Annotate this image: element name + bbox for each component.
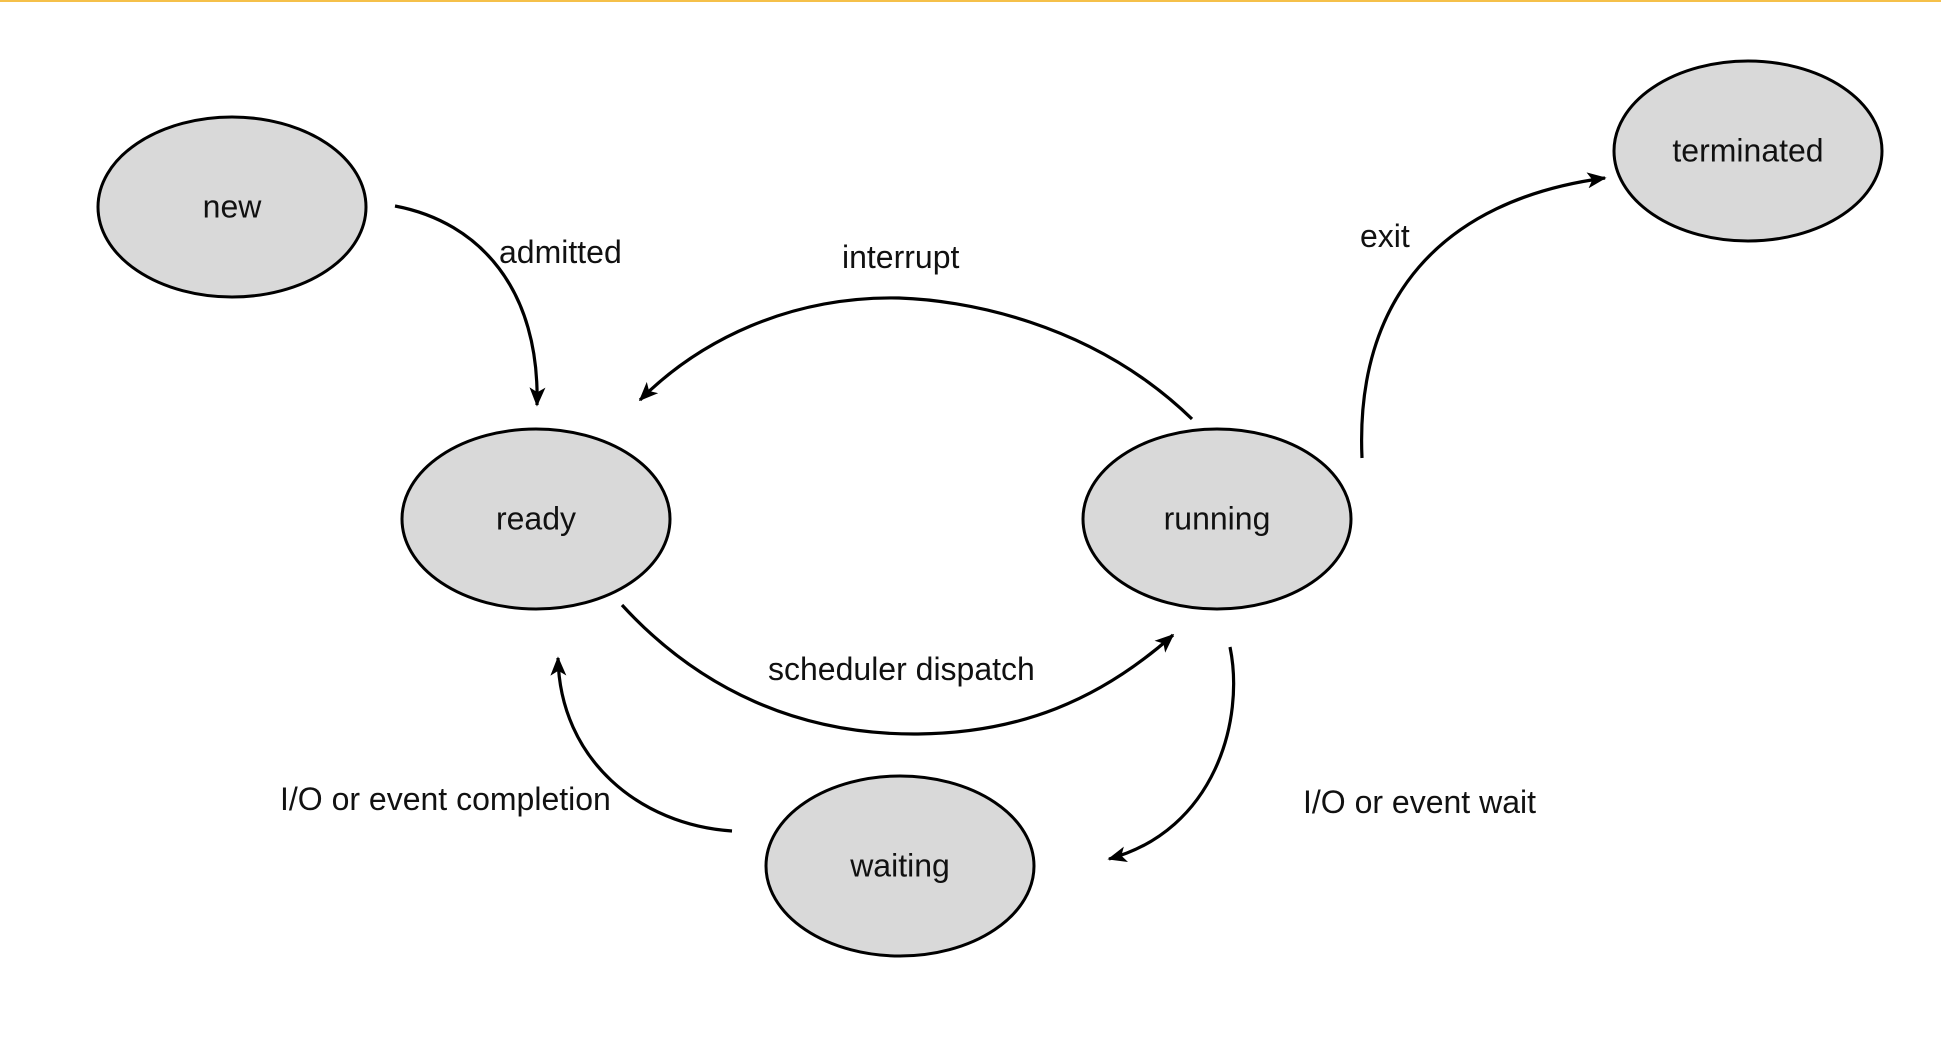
label-io-event-completion: I/O or event completion bbox=[280, 781, 611, 817]
label-io-event-wait: I/O or event wait bbox=[1303, 784, 1536, 820]
transition-scheduler-dispatch: scheduler dispatch bbox=[620, 603, 1175, 736]
arrow-scheduler-dispatch bbox=[620, 603, 1175, 736]
state-waiting[interactable]: waiting bbox=[764, 774, 1036, 958]
arrow-interrupt bbox=[638, 296, 1194, 421]
state-new[interactable]: new bbox=[96, 115, 368, 299]
transition-interrupt: interrupt bbox=[638, 239, 1194, 421]
state-terminated-shape bbox=[1612, 59, 1884, 243]
top-accent-bar bbox=[0, 0, 1941, 2]
state-running-label: running bbox=[1164, 500, 1271, 536]
state-new-shape bbox=[96, 115, 368, 299]
label-admitted: admitted bbox=[499, 234, 622, 270]
label-interrupt: interrupt bbox=[842, 239, 960, 275]
state-terminated[interactable]: terminated bbox=[1612, 59, 1884, 243]
state-ready-label: ready bbox=[496, 500, 576, 536]
arrow-io-event-wait bbox=[1107, 646, 1236, 863]
arrow-exit bbox=[1360, 172, 1607, 459]
transition-io-event-completion: I/O or event completion bbox=[280, 656, 733, 833]
label-scheduler-dispatch: scheduler dispatch bbox=[768, 651, 1035, 687]
state-ready-shape bbox=[400, 427, 672, 611]
transition-admitted: admitted bbox=[394, 204, 622, 407]
state-terminated-label: terminated bbox=[1672, 132, 1823, 168]
label-exit: exit bbox=[1360, 218, 1410, 254]
state-ready[interactable]: ready bbox=[400, 427, 672, 611]
state-waiting-shape bbox=[764, 774, 1036, 958]
state-running-shape bbox=[1081, 427, 1353, 611]
transition-io-event-wait: I/O or event wait bbox=[1107, 646, 1536, 863]
transition-exit: exit bbox=[1360, 172, 1607, 459]
state-running[interactable]: running bbox=[1081, 427, 1353, 611]
arrow-io-event-completion bbox=[550, 656, 733, 833]
state-waiting-label: waiting bbox=[849, 847, 950, 883]
state-new-label: new bbox=[203, 188, 263, 224]
arrow-admitted bbox=[394, 204, 546, 407]
